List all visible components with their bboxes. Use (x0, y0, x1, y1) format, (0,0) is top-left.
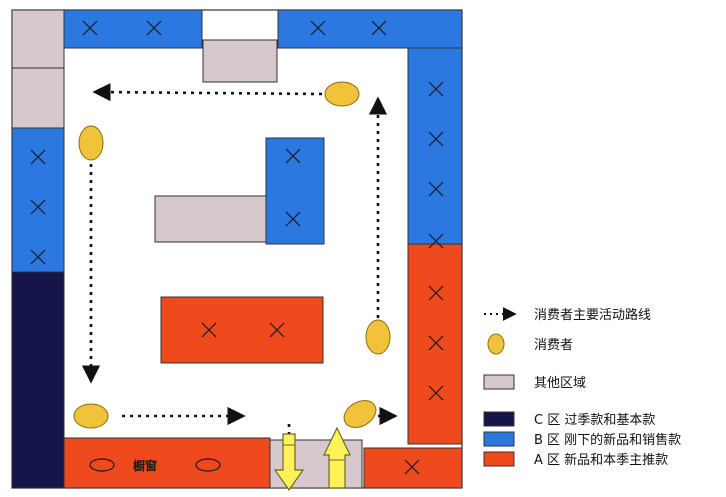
shop-window-label: 橱窗 (133, 458, 157, 473)
zone-c-swatch (483, 411, 515, 427)
consumer-marker (365, 319, 391, 355)
cross-icon (30, 249, 46, 265)
legend-item-zone-a: A 区 新品和本季主推款 (483, 451, 668, 468)
cross-icon (30, 199, 46, 215)
legend-item-consumer: 消费者 (487, 333, 573, 355)
cross-icon (285, 211, 301, 227)
zone-b-top-left (63, 9, 203, 49)
zone-c-left-wall (11, 271, 65, 489)
consumer-marker (324, 81, 360, 107)
entrance-arrows (273, 426, 351, 492)
legend-item-other: 其他区域 (483, 374, 586, 391)
zone-a-center-display (160, 296, 324, 364)
legend-label: 其他区域 (534, 376, 586, 391)
zone-b-top-right (277, 9, 463, 49)
legend-label: A 区 新品和本季主推款 (534, 452, 668, 468)
cross-icon (428, 385, 444, 401)
entrance-in-arrow (273, 433, 305, 492)
cross-icon (428, 285, 444, 301)
cross-icon (82, 20, 98, 36)
cross-icon (428, 181, 444, 197)
legend: 消费者主要活动路线 消费者 其他区域 C 区 过季款和基本款 B 区 刚下的新品… (483, 307, 681, 468)
cross-icon (30, 149, 46, 165)
legend-item-zone-b: B 区 刚下的新品和销售款 (483, 431, 681, 448)
consumers (73, 81, 391, 429)
fixture-markers (30, 20, 444, 475)
other-area-swatch (483, 374, 515, 390)
legend-item-zone-c: C 区 过季款和基本款 (483, 411, 655, 428)
cross-icon (428, 131, 444, 147)
zone-b-left-wall (11, 127, 65, 273)
other-area-top (202, 39, 278, 83)
zone-a-shop-window (63, 437, 271, 489)
other-area-top-left (11, 9, 65, 129)
legend-label: C 区 过季款和基本款 (534, 413, 655, 428)
cross-icon (404, 459, 420, 475)
zone-a-swatch (483, 451, 515, 467)
legend-label: 消费者主要活动路线 (534, 307, 651, 323)
legend-item-route: 消费者主要活动路线 (484, 307, 651, 323)
consumer-marker (343, 400, 377, 428)
entrance-arrow-stripes (283, 444, 345, 461)
zone-b-right-wall (407, 47, 463, 245)
entrance-out-arrow (323, 426, 351, 489)
cross-icon (285, 148, 301, 164)
consumer-icon (487, 333, 505, 355)
zone-b-swatch (483, 431, 515, 447)
cross-icon (371, 20, 387, 36)
cross-icon (201, 322, 217, 338)
other-area-center (154, 195, 268, 243)
cross-icon (146, 20, 162, 36)
window-display-ellipse-right (195, 458, 221, 472)
cross-icon (269, 322, 285, 338)
cross-icon (310, 20, 326, 36)
window-display-ellipse-left (89, 458, 115, 472)
consumer-marker (78, 125, 104, 161)
cross-icon (428, 81, 444, 97)
consumer-marker (73, 403, 109, 429)
route-top (92, 83, 323, 102)
cross-icon (428, 335, 444, 351)
zone-b-center-display (265, 137, 325, 245)
legend-label: B 区 刚下的新品和销售款 (534, 432, 681, 448)
consumer-routes (81, 83, 398, 440)
legend-label: 消费者 (534, 338, 573, 353)
cross-icon (428, 233, 444, 249)
